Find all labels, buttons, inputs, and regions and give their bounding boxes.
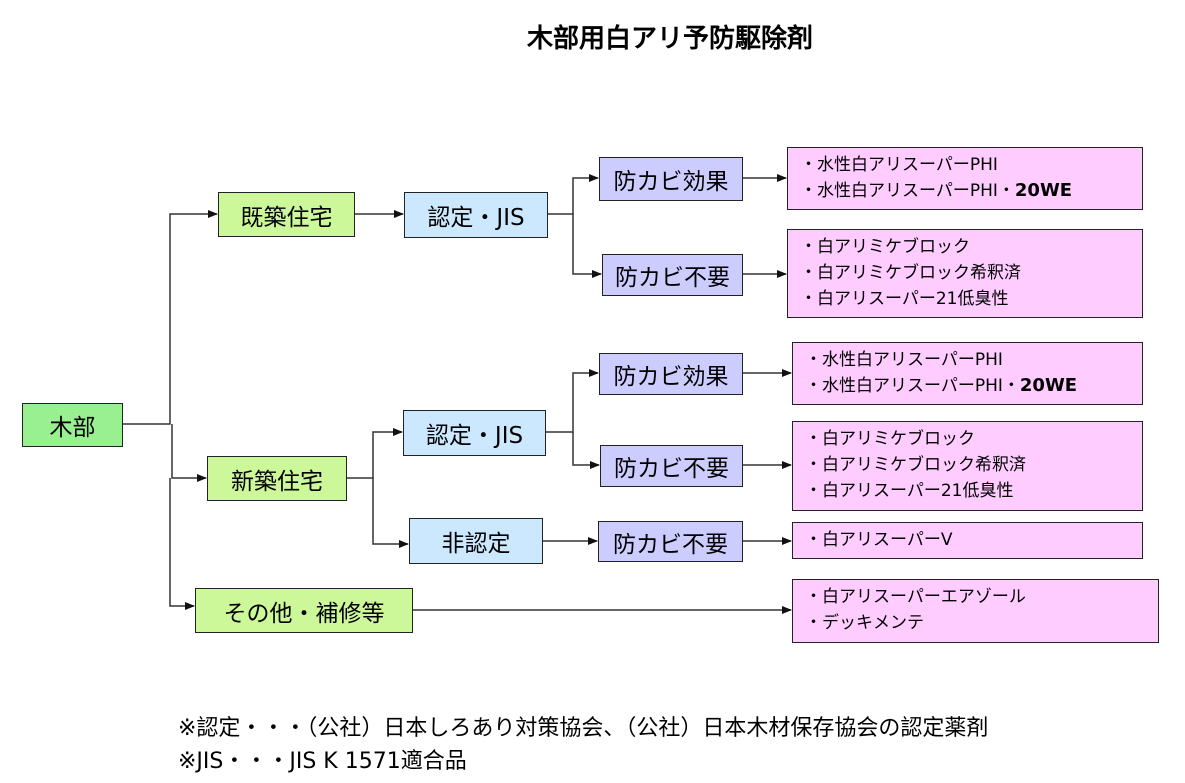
- product-item: ・デッキメンテ: [805, 613, 924, 633]
- connector-new-cert-none: [572, 432, 600, 469]
- connector-new-cert: [346, 428, 403, 479]
- product-item: ・水性白アリスーパーPHI: [805, 350, 1003, 370]
- node-existing-mold-effect: 防カビ効果: [599, 157, 743, 201]
- product-item: ・白アリスーパー21低臭性: [800, 289, 1009, 309]
- node-new-mold-effect: 防カビ効果: [599, 353, 743, 395]
- product-item: ・白アリミケブロック: [800, 237, 970, 257]
- node-existing-housing: 既築住宅: [218, 192, 355, 237]
- products-new-mold-none: ・白アリミケブロック ・白アリミケブロック希釈済 ・白アリスーパー21低臭性: [792, 421, 1143, 511]
- products-existing-mold-effect: ・水性白アリスーパーPHI ・水性白アリスーパーPHI・20WE: [787, 147, 1143, 210]
- node-new-mold-none: 防カビ不要: [600, 445, 743, 487]
- connector-root-other: [169, 478, 195, 610]
- connector-existing-cert-none: [572, 214, 602, 278]
- products-new-mold-effect: ・水性白アリスーパーPHI ・水性白アリスーパーPHI・20WE: [792, 342, 1143, 405]
- node-root: 木部: [22, 403, 123, 447]
- node-existing-certified-jis: 認定・JIS: [404, 192, 548, 238]
- node-noncert-mold-none: 防カビ不要: [598, 521, 743, 562]
- product-item: ・水性白アリスーパーPHI・20WE: [805, 375, 1078, 396]
- footnote-certification: ※認定・・・（公社）日本しろあり対策協会、（公社）日本木材保存協会の認定薬剤: [178, 716, 989, 741]
- node-new-housing: 新築住宅: [207, 456, 347, 501]
- connector-existing-cert-effect: [547, 174, 599, 215]
- product-item: ・水性白アリスーパーPHI: [800, 155, 998, 175]
- products-noncert-mold-none: ・白アリスーパーV: [792, 522, 1143, 559]
- node-other-repair: その他・補修等: [195, 588, 413, 633]
- product-item: ・白アリミケブロック希釈済: [805, 455, 1026, 475]
- connector-new-noncert: [372, 478, 409, 548]
- diagram-title: 木部用白アリ予防駆除剤: [526, 24, 813, 54]
- product-item: ・白アリスーパー21低臭性: [805, 481, 1014, 501]
- connector-root-new: [171, 424, 207, 482]
- connector-root-trunk: [122, 210, 218, 425]
- connector-new-cert-effect: [545, 369, 599, 433]
- footnote-jis: ※JIS・・・JIS K 1571適合品: [178, 749, 467, 774]
- node-new-noncertified: 非認定: [409, 518, 543, 564]
- products-existing-mold-none: ・白アリミケブロック ・白アリミケブロック希釈済 ・白アリスーパー21低臭性: [787, 229, 1143, 318]
- product-item: ・白アリスーパーV: [805, 530, 953, 550]
- product-item: ・白アリミケブロック: [805, 429, 975, 449]
- products-other-repair: ・白アリスーパーエアゾール ・デッキメンテ: [792, 579, 1159, 643]
- product-item: ・水性白アリスーパーPHI・20WE: [800, 180, 1073, 201]
- product-item: ・白アリミケブロック希釈済: [800, 263, 1021, 283]
- node-existing-mold-none: 防カビ不要: [602, 254, 743, 296]
- product-item: ・白アリスーパーエアゾール: [805, 587, 1026, 607]
- node-new-certified-jis: 認定・JIS: [403, 410, 546, 456]
